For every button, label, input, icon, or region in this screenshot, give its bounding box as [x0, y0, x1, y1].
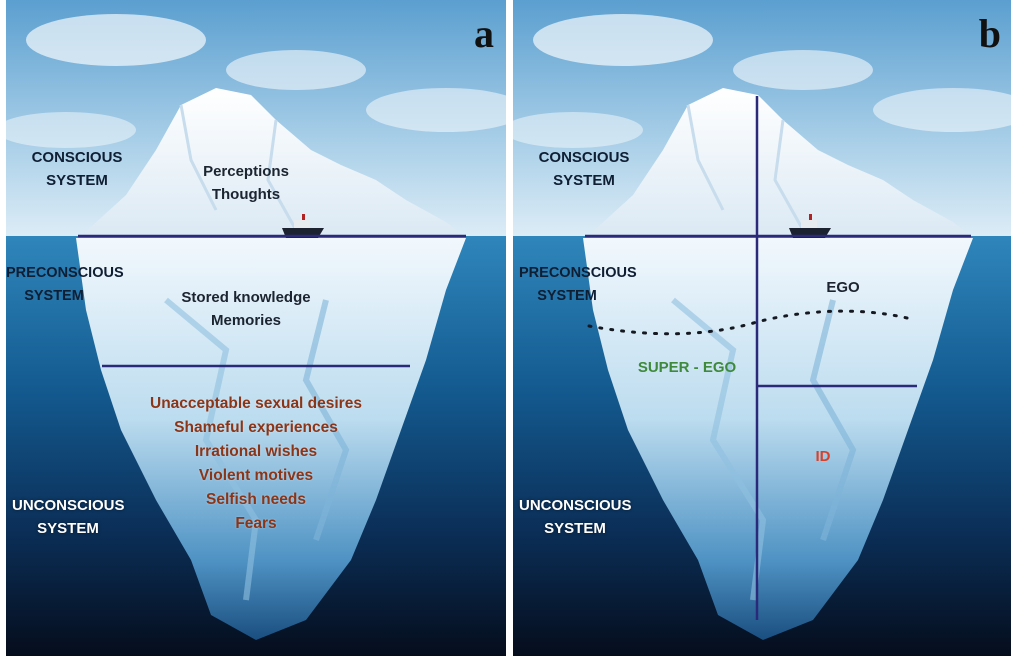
id-label: ID: [803, 445, 843, 468]
panel-letter: a: [474, 14, 494, 54]
unconscious-items: Unacceptable sexual desires Shameful exp…: [128, 392, 384, 536]
ego-label: EGO: [813, 276, 873, 299]
iceberg-illustration: [513, 0, 1011, 656]
panel-letter: b: [979, 14, 1001, 54]
superego-label: SUPER - EGO: [627, 356, 747, 379]
